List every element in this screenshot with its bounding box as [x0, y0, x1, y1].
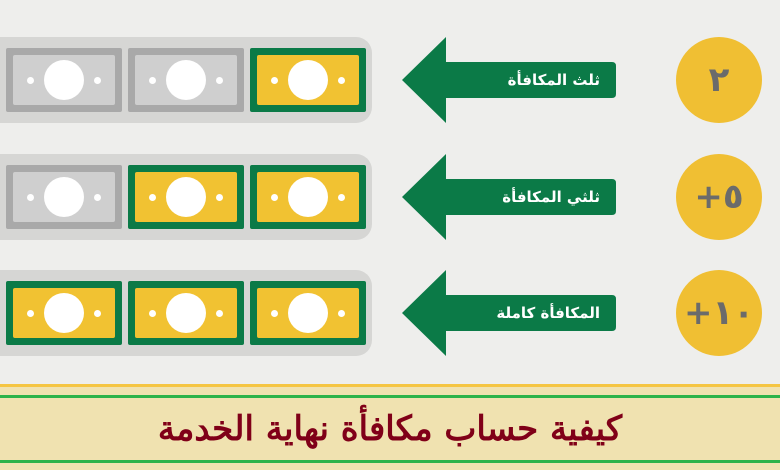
divider [0, 384, 780, 387]
arrow-label: المكافأة كاملة [496, 304, 600, 322]
row-full: المكافأة كاملة +١٠ [0, 270, 780, 370]
years-circle: +٥ [676, 154, 762, 240]
arrow-label: ثلث المكافأة [507, 71, 600, 89]
bills-tray [0, 37, 372, 123]
arrow-left-icon [402, 37, 616, 123]
money-bill-icon-filled [128, 165, 244, 229]
money-bill-icon-empty [6, 48, 122, 112]
money-bill-icon-filled [128, 281, 244, 345]
arrow-left-icon [402, 270, 616, 356]
row-two-thirds: ثلثي المكافأة +٥ [0, 154, 780, 254]
money-bill-icon-filled [250, 281, 366, 345]
arrow-left-icon [402, 154, 616, 240]
years-circle: +١٠ [676, 270, 762, 356]
money-bill-icon-filled [6, 281, 122, 345]
money-bill-icon-empty [6, 165, 122, 229]
money-bill-icon-empty [128, 48, 244, 112]
arrow-label: ثلثي المكافأة [502, 188, 600, 206]
title-banner: كيفية حساب مكافأة نهاية الخدمة [0, 384, 780, 470]
money-bill-icon-filled [250, 165, 366, 229]
divider [0, 460, 780, 463]
row-third: ثلث المكافأة ٢ [0, 37, 780, 137]
bills-tray [0, 270, 372, 356]
page-title: كيفية حساب مكافأة نهاية الخدمة [157, 409, 623, 449]
money-bill-icon-filled [250, 48, 366, 112]
divider [0, 395, 780, 398]
years-circle: ٢ [676, 37, 762, 123]
bills-tray [0, 154, 372, 240]
